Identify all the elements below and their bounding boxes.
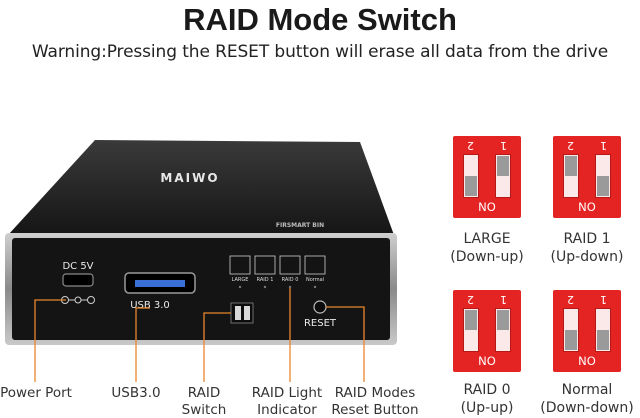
dip-knob	[597, 176, 609, 196]
dip-knob	[565, 330, 577, 350]
dip-number-left: 2	[467, 293, 474, 306]
dip-knob	[465, 176, 477, 196]
led-label-raid0: RAID 0	[282, 277, 299, 283]
dip-slot	[495, 154, 511, 198]
mode-caption-raid0: RAID 0(Up-up)	[460, 382, 514, 416]
dip-no-label: NO	[478, 200, 496, 214]
caption-power-port: Power Port	[0, 385, 72, 401]
reset-label: RESET	[304, 318, 337, 329]
dip-number-left: 2	[467, 139, 474, 152]
brand-logo: MAIWO	[160, 171, 219, 185]
enclosure-top	[8, 140, 394, 235]
dip-slot	[563, 154, 579, 198]
mode-caption-raid1: RAID 1(Up-down)	[550, 231, 624, 265]
dip-slot	[463, 308, 479, 352]
page-title: RAID Mode Switch	[183, 2, 457, 37]
dip-slot	[595, 154, 611, 198]
mode-caption-large: LARGE(Down-up)	[450, 231, 524, 265]
reset-button	[313, 300, 327, 314]
dip-no-label: NO	[478, 354, 496, 368]
led-indicator-panel	[229, 255, 326, 275]
dip-number-right: 1	[600, 139, 607, 152]
dc-port	[62, 273, 94, 287]
usb-label: USB 3.0	[130, 300, 170, 311]
dip-knob	[465, 310, 477, 330]
dip-no-label: NO	[578, 200, 596, 214]
led-label-raid1: RAID 1	[257, 277, 274, 283]
dip-slot	[595, 308, 611, 352]
dip-slot	[563, 308, 579, 352]
dip-number-left: 2	[567, 293, 574, 306]
enclosure-front-panel	[12, 238, 390, 340]
dip-number-right: 1	[500, 293, 507, 306]
dip-number-right: 1	[600, 293, 607, 306]
caption-usb: USB3.0	[111, 385, 161, 401]
dip-number-left: 2	[567, 139, 574, 152]
dip-number-right: 1	[500, 139, 507, 152]
polarity-symbol-icon	[61, 296, 95, 304]
led-label-large: LARGE	[232, 277, 249, 283]
led-label-normal: Normal	[306, 277, 324, 283]
firmware-label: FIRSMART BIN	[276, 222, 324, 229]
callout-lines	[34, 288, 365, 382]
led-lights	[238, 285, 317, 289]
dip-no-label: NO	[578, 354, 596, 368]
dip-knob	[497, 156, 509, 176]
dc-label: DC 5V	[62, 261, 93, 272]
dip-knob	[497, 310, 509, 330]
enclosure-illustration: MAIWO FIRSMART BIN DC 5V USB 3.0 LARGE R…	[5, 140, 397, 382]
dip-slot	[463, 154, 479, 198]
dip-slot	[495, 308, 511, 352]
mode-caption-normal: Normal(Down-down)	[540, 382, 634, 416]
dip-knob	[565, 156, 577, 176]
warning-text: Warning:Pressing the RESET button will e…	[31, 42, 609, 62]
dip-knob	[597, 330, 609, 350]
